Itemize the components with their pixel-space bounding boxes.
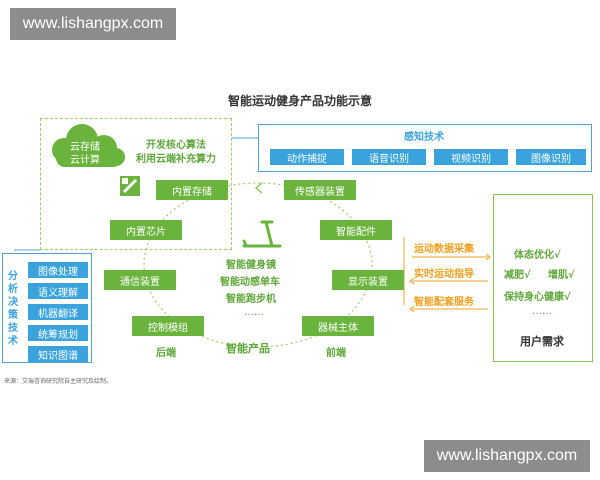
component-control: 控制模组 xyxy=(132,316,204,336)
product-fitness-mirror: 智能健身镜 xyxy=(226,260,276,271)
component-body: 器械主体 xyxy=(302,316,374,336)
flow-smart-service: 智能配套服务 xyxy=(414,297,474,308)
cloud-icon xyxy=(52,124,125,167)
diagram-title: 智能运动健身产品功能示意 xyxy=(227,94,372,108)
products-label: 智能产品 xyxy=(226,342,270,355)
component-fittings: 智能配件 xyxy=(320,220,392,240)
user-needs-label: 用户需求 xyxy=(520,335,564,348)
user-needs-box xyxy=(493,194,593,362)
algorithm-line1: 开发核心算法 xyxy=(146,140,206,151)
analysis-item-image-processing: 图像处理 xyxy=(28,262,88,278)
component-sensor: 传感器装置 xyxy=(284,180,356,200)
sensing-item-motion: 动作捕捉 xyxy=(270,149,344,165)
need-ellipsis: …… xyxy=(532,306,552,317)
sensing-tech-title: 感知技术 xyxy=(404,132,444,143)
analysis-item-semantic: 语义理解 xyxy=(28,283,88,299)
need-health: 保持身心健康√ xyxy=(504,292,571,303)
analysis-tech-title: 分析决策技术 xyxy=(8,271,18,347)
flow-arrowhead-3-icon xyxy=(409,305,415,313)
cycle-ring xyxy=(143,182,373,348)
product-ellipsis: …… xyxy=(244,307,264,318)
analysis-item-knowledge-graph: 知识图谱 xyxy=(28,346,88,362)
need-posture: 体态优化√ xyxy=(514,250,561,261)
component-storage: 内置存储 xyxy=(156,180,228,200)
sensing-item-voice: 语音识别 xyxy=(352,149,426,165)
chip-icon xyxy=(120,176,140,196)
flow-arrowhead-1-icon xyxy=(485,253,491,261)
algorithm-line2: 利用云端补充算力 xyxy=(136,154,216,165)
treadmill-icon xyxy=(242,220,282,248)
flow-arrowhead-2-icon xyxy=(409,277,415,285)
sensing-item-image: 图像识别 xyxy=(516,149,586,165)
product-smart-bike: 智能动感单车 xyxy=(220,277,280,288)
back-end-label: 后端 xyxy=(156,348,176,359)
core-tech-area xyxy=(40,118,232,250)
analysis-item-planning: 统筹规划 xyxy=(28,325,88,341)
front-end-label: 前端 xyxy=(326,348,346,359)
product-treadmill: 智能跑步机 xyxy=(226,294,276,305)
cycle-arrow-icon xyxy=(254,182,263,194)
source-note: 来源：艾瑞咨询研究院自主研究及绘制。 xyxy=(4,378,113,385)
need-weight-loss: 减肥√ xyxy=(504,270,531,281)
flow-data-collection: 运动数据采集 xyxy=(414,244,474,255)
flow-realtime-guidance: 实时运动指导 xyxy=(414,269,474,280)
analysis-item-translation: 机器翻译 xyxy=(28,304,88,320)
watermark-bottom: www.lishangpx.com xyxy=(424,440,590,472)
component-display: 显示装置 xyxy=(332,270,404,290)
component-comm: 通信装置 xyxy=(104,270,176,290)
cloud-computing-label: 云计算 xyxy=(70,155,100,166)
component-chip: 内置芯片 xyxy=(110,220,182,240)
sensing-item-video: 视频识别 xyxy=(434,149,508,165)
cloud-storage-label: 云存储 xyxy=(70,142,100,153)
watermark-top: www.lishangpx.com xyxy=(10,8,176,40)
need-muscle: 增肌√ xyxy=(548,270,575,281)
